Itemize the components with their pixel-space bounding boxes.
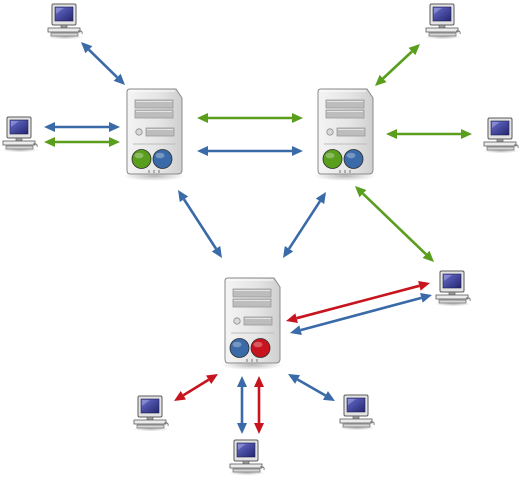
link-server-bottom-to-client-bottom-blue-arrow <box>237 376 247 434</box>
link-client-top-right-to-server-right-green-arrow <box>375 44 420 86</box>
computer-icon <box>47 3 83 40</box>
link-server-bottom-to-client-mid-right-blue-arrow <box>290 293 432 335</box>
link-client-left-to-server-left-green-arrow <box>44 137 120 147</box>
blue-status-light <box>152 149 173 169</box>
client-left <box>2 116 38 153</box>
client-top-left <box>47 3 83 40</box>
nodes-layer <box>2 3 519 476</box>
server-left <box>123 88 185 181</box>
computer-icon <box>2 116 38 153</box>
server-right <box>314 88 376 181</box>
green-status-light <box>322 149 343 169</box>
computer-icon <box>133 395 169 432</box>
link-server-bottom-to-client-bottom-right-blue-arrow <box>288 374 335 401</box>
blue-status-light <box>343 149 364 169</box>
green-status-light <box>131 149 152 169</box>
server-icon <box>221 277 283 370</box>
link-client-left-to-server-left-blue-arrow <box>44 122 120 132</box>
computer-icon <box>435 270 471 307</box>
computer-icon <box>229 439 265 476</box>
link-server-bottom-to-client-bottom-red-arrow <box>254 376 264 434</box>
client-right <box>483 117 519 154</box>
client-mid-right <box>435 270 471 307</box>
link-server-right-to-client-right-green-arrow <box>386 129 472 139</box>
server-bottom <box>221 277 283 370</box>
link-server-left-to-server-right-blue-arrow <box>197 146 303 156</box>
link-server-left-to-server-bottom-blue-arrow <box>178 190 222 258</box>
blue-status-light <box>229 338 250 358</box>
client-bottom <box>229 439 265 476</box>
computer-icon <box>425 3 461 40</box>
link-client-top-left-to-server-left-blue-arrow <box>81 42 125 85</box>
client-bottom-left <box>133 395 169 432</box>
link-server-right-to-client-mid-right-green-arrow <box>355 186 434 262</box>
server-icon <box>314 88 376 181</box>
computer-icon <box>339 394 375 431</box>
link-server-right-to-server-bottom-blue-arrow <box>283 192 326 258</box>
client-top-right <box>425 3 461 40</box>
server-icon <box>123 88 185 181</box>
red-status-light <box>250 338 271 358</box>
link-server-bottom-to-client-bottom-left-red-arrow <box>174 374 218 401</box>
client-bottom-right <box>339 394 375 431</box>
link-server-left-to-server-right-green-arrow <box>197 113 303 123</box>
computer-icon <box>483 117 519 154</box>
links-layer <box>44 42 472 434</box>
link-server-bottom-to-client-mid-right-red-arrow <box>286 280 430 324</box>
